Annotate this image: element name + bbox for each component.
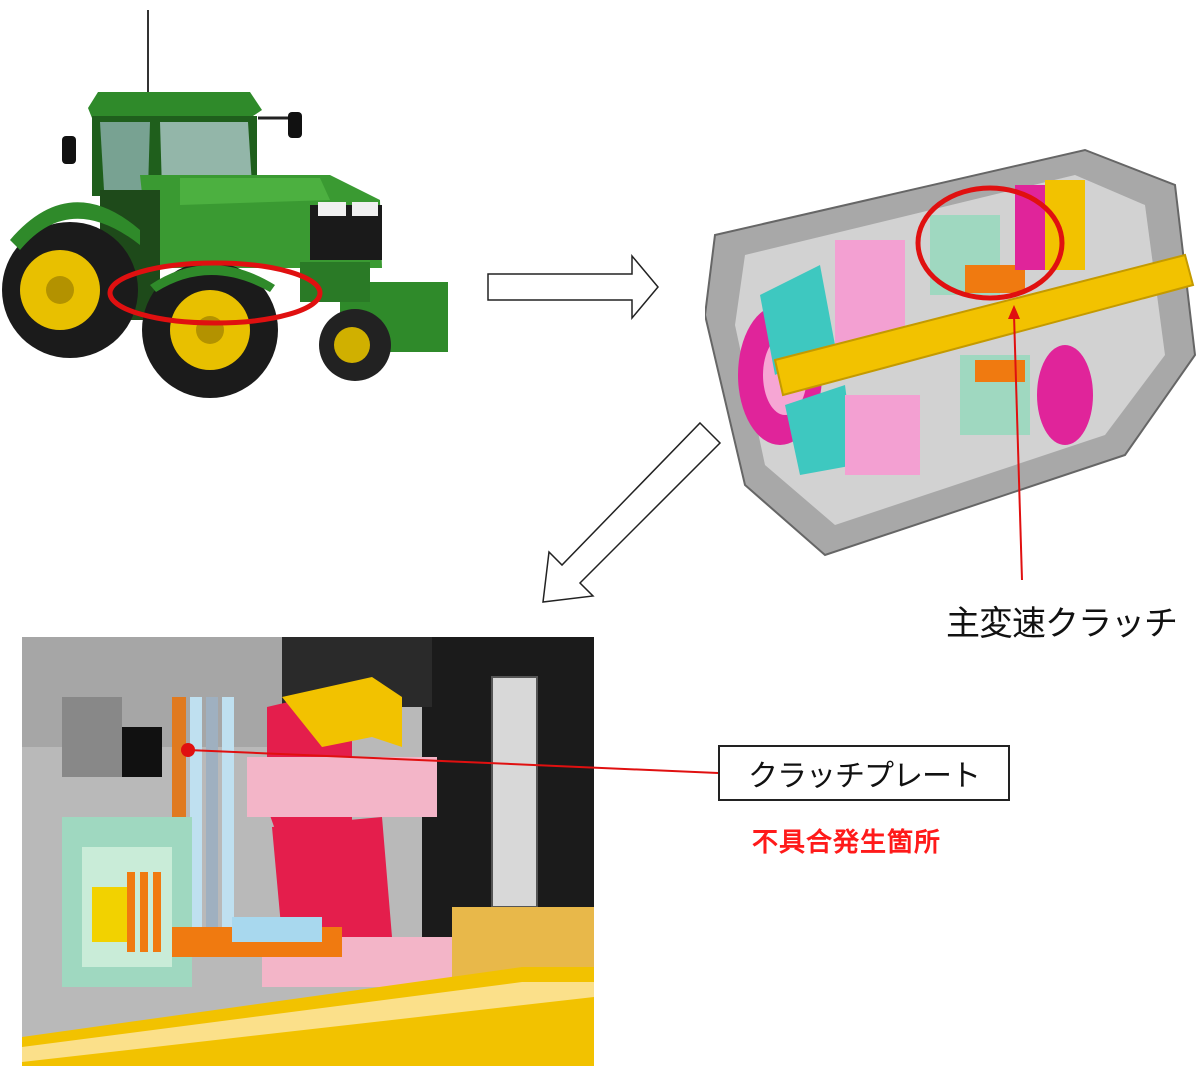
clutch-detail-image [22,637,594,1066]
clutch-plate-label-box: クラッチプレート [718,745,1010,801]
main-clutch-label: 主変速クラッチ [946,604,1178,644]
transmission-cutaway-image [705,148,1197,557]
failure-location-label: 不具合発生箇所 [752,828,942,858]
hollow-right-arrow-icon [487,254,659,320]
main-clutch-leader-line [1008,305,1023,581]
hollow-down-left-arrow-icon [542,421,722,603]
tractor-image [2,10,448,398]
clutch-plate-leader-line [187,749,719,774]
clutch-plate-label: クラッチプレート [748,759,981,794]
